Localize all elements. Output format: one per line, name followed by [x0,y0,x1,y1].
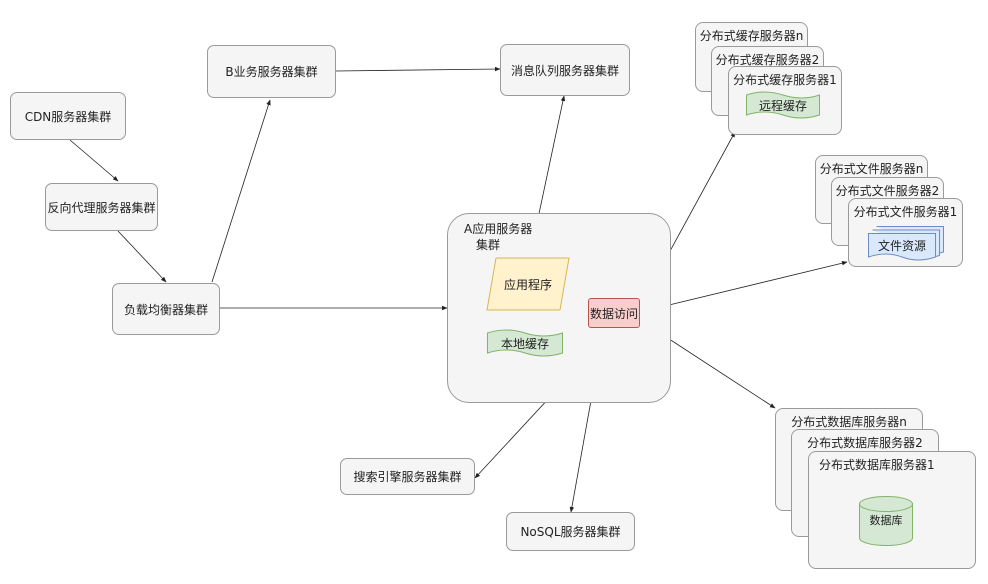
file-server-1-label: 分布式文件服务器1 [853,205,958,219]
remote-cache-label: 远程缓存 [758,98,807,113]
cache-server-n-label: 分布式缓存服务器n [699,29,804,43]
search-cluster[interactable]: 搜索引擎服务器集群 [340,458,475,495]
db-server-1[interactable]: 分布式数据库服务器1 [808,451,976,569]
cache-server-1-label: 分布式缓存服务器1 [733,73,837,87]
load-balancer-cluster[interactable]: 负载均衡器集群 [112,283,220,335]
application-label: 应用程序 [503,277,552,292]
file-server-n-label: 分布式文件服务器n [819,162,924,176]
file-resource-label: 文件资源 [877,238,926,253]
search-label: 搜索引擎服务器集群 [353,470,462,484]
app-cluster-title-line1: A应用服务器 [464,222,533,236]
mq-cluster[interactable]: 消息队列服务器集群 [500,44,630,96]
local-cache-label: 本地缓存 [500,336,549,351]
db-server-2-label: 分布式数据库服务器2 [807,436,923,450]
mq-label: 消息队列服务器集群 [510,63,619,78]
b-service-cluster[interactable]: B业务服务器集群 [207,45,336,98]
database-label: 数据库 [869,514,903,527]
data-access-label: 数据访问 [589,306,638,321]
edge-b-to-mq [335,66,501,72]
cdn-cluster-label: CDN服务器集群 [24,109,112,124]
local-cache-shape[interactable] [487,329,563,357]
db-server-n-label: 分布式数据库服务器n [791,415,907,429]
load-balancer-label: 负载均衡器集群 [123,302,208,317]
edge-access-to-file [639,261,848,313]
file-resource-shape[interactable] [868,226,944,262]
cdn-cluster[interactable]: CDN服务器集群 [10,92,126,140]
cache-server-2-label: 分布式缓存服务器2 [715,53,820,67]
b-service-label: B业务服务器集群 [225,65,318,79]
edge-lb-to-b [211,99,271,283]
edge-cdn-to-proxy [69,139,119,182]
nosql-cluster[interactable]: NoSQL服务器集群 [506,512,635,551]
db-server-1-label: 分布式数据库服务器1 [819,458,935,472]
reverse-proxy-label: 反向代理服务器集群 [47,200,156,215]
app-cluster-title: A应用服务器 集群 [464,221,532,253]
reverse-proxy-cluster[interactable]: 反向代理服务器集群 [45,183,158,231]
remote-cache-shape[interactable] [746,91,820,119]
edge-proxy-to-lb [117,230,167,283]
file-server-2-label: 分布式文件服务器2 [835,184,940,198]
data-access[interactable]: 数据访问 [588,298,640,328]
nosql-label: NoSQL服务器集群 [520,525,621,539]
database-shape[interactable] [859,496,913,546]
application-shape[interactable] [486,257,570,311]
app-cluster-title-line2: 集群 [476,238,501,252]
